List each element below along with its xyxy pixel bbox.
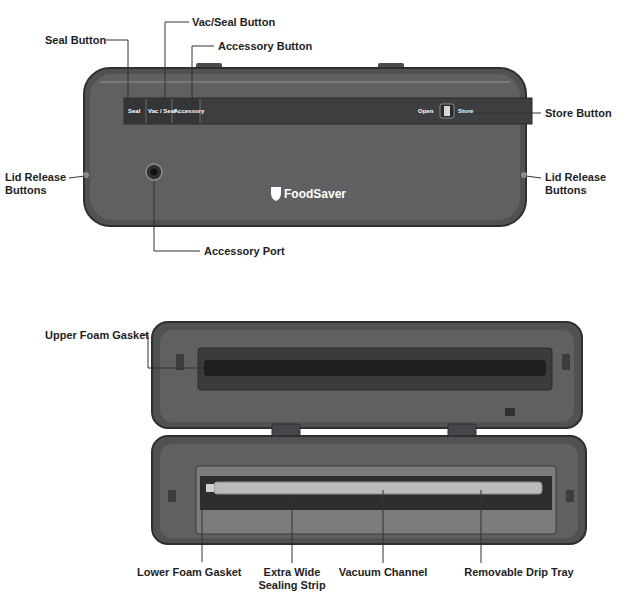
brand-logo-text: FoodSaver bbox=[284, 187, 346, 201]
callout-label: Extra Wide Sealing Strip bbox=[250, 566, 334, 592]
callout-label: Accessory Port bbox=[204, 245, 285, 258]
callout-label: Lid Release Buttons bbox=[5, 171, 69, 197]
callout-label: Accessory Button bbox=[218, 40, 312, 53]
switch-text: Store bbox=[458, 108, 473, 115]
button-text: Accessory bbox=[174, 108, 204, 115]
callout-label: Seal Button bbox=[45, 34, 106, 47]
callout-label: Vac/Seal Button bbox=[192, 16, 275, 29]
callout-label: Vacuum Channel bbox=[323, 566, 443, 579]
callout-label: Upper Foam Gasket bbox=[45, 329, 149, 342]
callout-label: Lid Release Buttons bbox=[545, 171, 615, 197]
callout-label: Lower Foam Gasket bbox=[137, 566, 242, 579]
button-text: Seal bbox=[128, 108, 140, 115]
button-text: Vac / Seal bbox=[148, 108, 176, 115]
callout-label: Store Button bbox=[545, 107, 612, 120]
switch-text: Open bbox=[418, 108, 433, 115]
callout-label: Removable Drip Tray bbox=[451, 566, 587, 579]
